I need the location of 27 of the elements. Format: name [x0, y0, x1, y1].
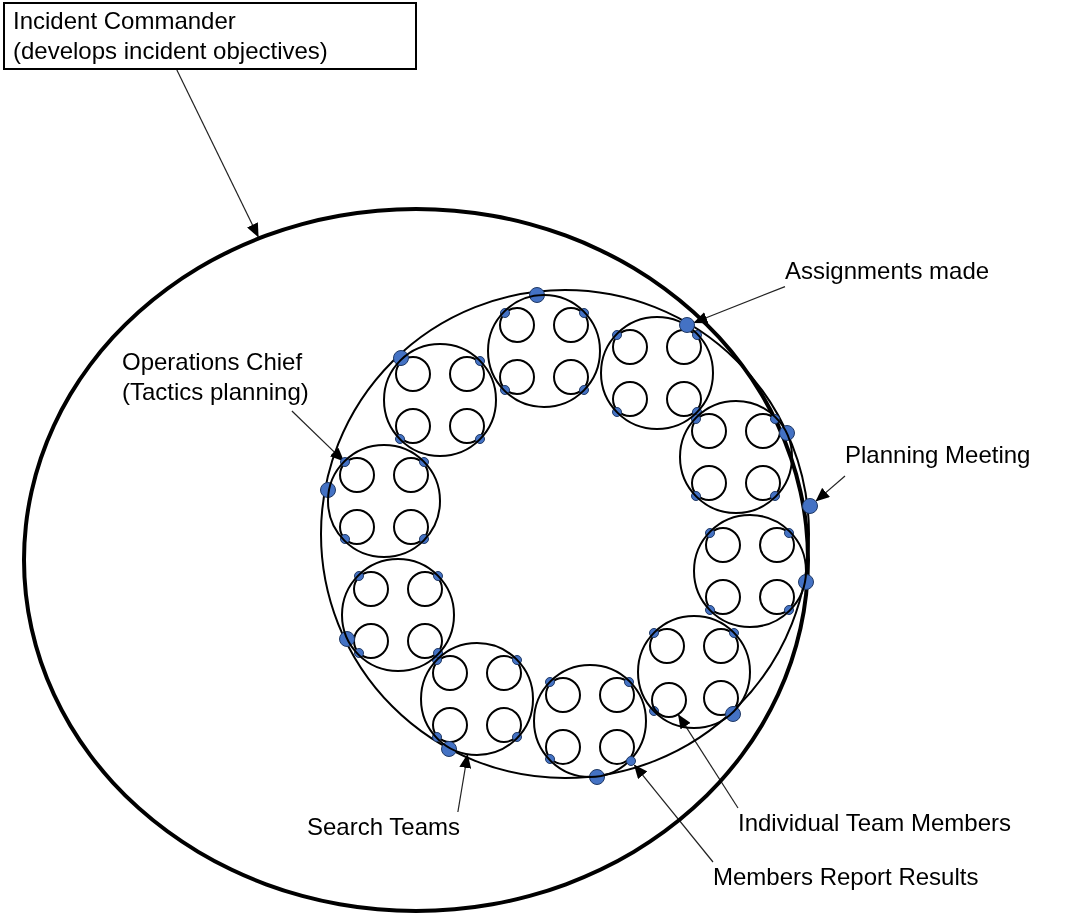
team-circle — [341, 557, 456, 672]
leader-arrow — [815, 475, 846, 502]
member-circle — [650, 682, 687, 719]
team-dot — [802, 498, 819, 515]
team-circle — [532, 663, 647, 778]
team-circle — [692, 514, 807, 629]
team-circle — [678, 400, 793, 515]
callout-text: Assignments made — [785, 256, 1047, 292]
callout-text: Operations Chief (Tactics planning) — [122, 347, 358, 411]
team-circle — [383, 342, 498, 457]
team-circle — [419, 641, 534, 756]
leader-arrow — [677, 714, 739, 809]
team-circle — [487, 294, 602, 409]
leader-arrow — [176, 69, 259, 238]
callout-text: Planning Meeting — [845, 440, 1081, 476]
leader-arrow — [633, 764, 714, 863]
callout-text: Members Report Results — [713, 862, 1053, 898]
team-circle — [636, 615, 751, 730]
leader-arrow — [291, 410, 345, 462]
member-dot — [626, 756, 637, 767]
leader-arrow — [693, 286, 786, 324]
team-circle — [600, 316, 715, 431]
commander-box: Incident Commander (develops incident objectives) — [3, 2, 417, 70]
callout-text: Search Teams — [307, 812, 471, 848]
team-dot — [678, 317, 695, 334]
callout-text: Individual Team Members — [738, 808, 1080, 844]
team-circle — [327, 443, 442, 558]
